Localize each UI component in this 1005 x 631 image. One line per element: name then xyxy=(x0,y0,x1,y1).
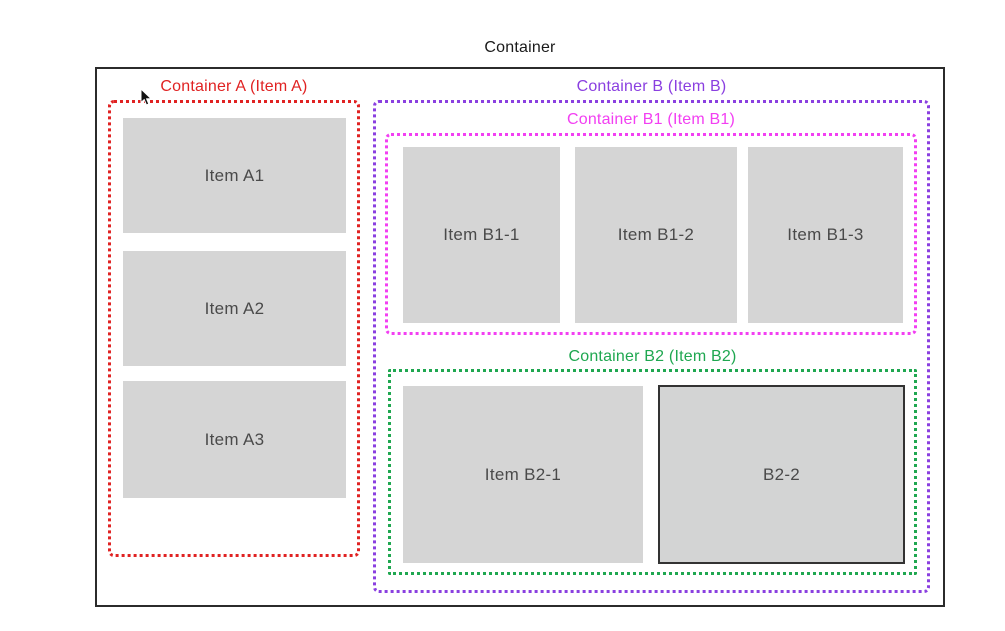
item-b2-2: B2-2 xyxy=(658,385,905,564)
outer-container-box xyxy=(95,67,945,607)
container-b2-title: Container B2 (Item B2) xyxy=(568,348,737,365)
item-b2-1: Item B2-1 xyxy=(403,386,643,563)
container-b-box xyxy=(373,100,930,593)
container-b-title: Container B (Item B) xyxy=(576,78,727,95)
item-b1-2: Item B1-2 xyxy=(575,147,737,323)
item-a3: Item A3 xyxy=(123,381,346,498)
item-b1-3: Item B1-3 xyxy=(748,147,903,323)
item-b1-1: Item B1-1 xyxy=(403,147,560,323)
container-b1-title: Container B1 (Item B1) xyxy=(566,111,736,128)
container-b2-box xyxy=(388,369,917,575)
container-a-box xyxy=(108,100,360,557)
container-a-title: Container A (Item A) xyxy=(160,78,308,95)
item-a1: Item A1 xyxy=(123,118,346,233)
outer-container-title: Container xyxy=(484,39,556,56)
container-b1-box xyxy=(385,133,917,335)
item-a2: Item A2 xyxy=(123,251,346,366)
